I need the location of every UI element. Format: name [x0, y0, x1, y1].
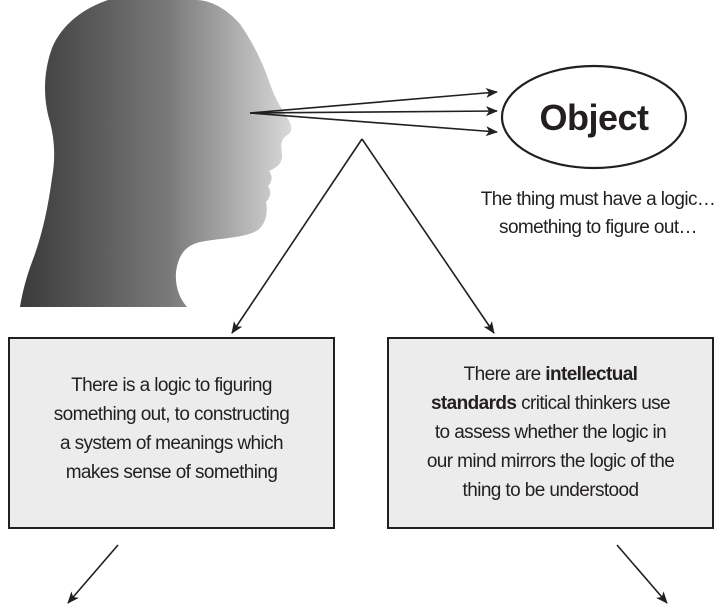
logic-box-line-4: makes sense of something: [65, 462, 278, 483]
object-ellipse: [500, 64, 688, 170]
branch-arrow-left: [231, 138, 363, 334]
standards-box-line-1-bold: intellectual: [545, 363, 638, 385]
logic-box-line-3: a system of meanings which: [59, 433, 284, 454]
standards-box-text: There are intellectual standards critica…: [426, 360, 675, 505]
standards-box-line-4: our mind mirrors the logic of the: [426, 450, 675, 472]
head-silhouette-icon: [20, 0, 292, 307]
object-caption-line-1: The thing must have a logic…: [480, 189, 716, 210]
logic-box-line-1: There is a logic to figuring: [71, 375, 272, 396]
logic-box: There is a logic to figuring something o…: [8, 337, 335, 529]
standards-box-line-5: thing to be understood: [462, 479, 640, 501]
object-label: Object: [539, 97, 649, 138]
bottom-arrow-right: [616, 544, 668, 604]
standards-box: There are intellectual standards critica…: [387, 337, 714, 529]
bottom-arrow-left: [67, 544, 119, 604]
standards-box-line-1-text: There are: [463, 363, 546, 385]
object-caption: The thing must have a logic… something t…: [478, 186, 718, 242]
sight-arrow-middle: [249, 106, 498, 117]
sight-arrow-upper: [249, 87, 498, 114]
branch-arrow-right: [361, 138, 495, 334]
logic-box-line-2: something out, to constructing: [53, 404, 290, 425]
standards-box-line-1: There are intellectual: [427, 360, 674, 389]
standards-box-line-2-bold: standards: [430, 392, 517, 414]
sight-arrow-lower: [249, 112, 498, 137]
standards-box-line-2-text: critical thinkers use: [516, 392, 671, 414]
standards-box-line-2: standards critical thinkers use: [427, 389, 674, 418]
standards-box-line-3: to assess whether the logic in: [434, 421, 667, 443]
logic-box-text: There is a logic to figuring something o…: [53, 371, 290, 487]
object-caption-line-2: something to figure out…: [499, 217, 697, 238]
